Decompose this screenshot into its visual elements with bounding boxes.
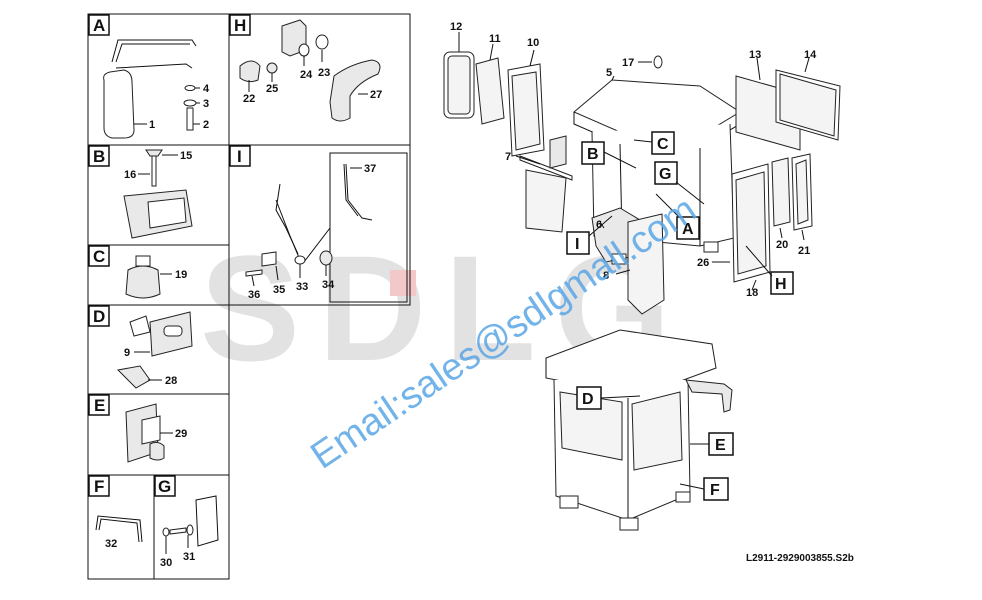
- section-d-tag: D: [88, 305, 110, 327]
- svg-text:22: 22: [243, 93, 255, 105]
- svg-text:6: 6: [596, 219, 602, 231]
- ref-box-g: G: [654, 161, 678, 185]
- svg-text:24: 24: [300, 69, 313, 81]
- watermark-red-square: [390, 270, 416, 296]
- section-i-tag: I: [229, 145, 251, 167]
- svg-text:I: I: [575, 236, 579, 253]
- svg-text:30: 30: [160, 557, 172, 569]
- wiper-assembly-drawing: [245, 152, 408, 303]
- cab-exploded-view: [443, 51, 841, 315]
- svg-text:36: 36: [248, 289, 260, 301]
- svg-text:D: D: [93, 307, 105, 326]
- svg-text:G: G: [659, 166, 671, 183]
- svg-text:8: 8: [603, 270, 609, 282]
- svg-text:F: F: [94, 477, 104, 496]
- section-e-tag: E: [88, 394, 110, 416]
- section-g-frame: [153, 474, 230, 580]
- svg-text:13: 13: [749, 49, 761, 61]
- svg-text:19: 19: [175, 269, 187, 281]
- svg-text:21: 21: [798, 245, 810, 257]
- svg-text:2: 2: [203, 119, 209, 131]
- ref-box-e: E: [708, 432, 734, 456]
- handle-drawing: [95, 515, 143, 543]
- work-light-drawing: [123, 149, 193, 239]
- svg-text:F: F: [710, 482, 720, 499]
- ref-box-d: D: [576, 386, 602, 410]
- svg-text:11: 11: [489, 33, 501, 45]
- ref-box-h: H: [770, 271, 794, 295]
- ref-box-f: F: [703, 477, 729, 501]
- svg-text:37: 37: [364, 163, 376, 175]
- section-i-frame: [228, 144, 411, 306]
- svg-text:E: E: [94, 396, 105, 415]
- cap-drawing: [125, 255, 161, 299]
- svg-text:5: 5: [606, 67, 612, 79]
- svg-text:10: 10: [527, 37, 539, 49]
- svg-text:28: 28: [165, 375, 177, 387]
- svg-text:B: B: [93, 147, 105, 166]
- svg-text:B: B: [587, 146, 599, 163]
- svg-text:17: 17: [622, 57, 634, 69]
- svg-text:33: 33: [296, 281, 308, 293]
- svg-text:25: 25: [266, 83, 278, 95]
- svg-text:G: G: [158, 477, 171, 496]
- section-a-tag: A: [88, 14, 110, 36]
- svg-text:16: 16: [124, 169, 136, 181]
- wiper-parts-drawing: [239, 19, 381, 122]
- svg-text:A: A: [93, 16, 105, 35]
- detail-panel: A B C D E F G H: [87, 13, 411, 580]
- svg-text:7: 7: [505, 151, 511, 163]
- drawing-code: L2911-2929003855.S2b: [746, 553, 854, 564]
- svg-text:26: 26: [697, 257, 709, 269]
- section-b-tag: B: [88, 145, 110, 167]
- svg-text:3: 3: [203, 98, 209, 110]
- latch-drawing: [116, 311, 193, 389]
- ref-box-c: C: [651, 131, 675, 155]
- ref-box-b: B: [581, 141, 605, 165]
- svg-text:32: 32: [105, 538, 117, 550]
- section-g-tag: G: [154, 475, 176, 497]
- svg-text:23: 23: [318, 67, 330, 79]
- svg-text:4: 4: [203, 83, 210, 95]
- svg-text:18: 18: [746, 287, 758, 299]
- svg-text:20: 20: [776, 239, 788, 251]
- ref-box-i: I: [566, 231, 590, 255]
- svg-text:H: H: [234, 16, 246, 35]
- svg-text:12: 12: [450, 21, 462, 33]
- svg-text:D: D: [582, 391, 594, 408]
- svg-text:34: 34: [322, 279, 335, 291]
- svg-text:35: 35: [273, 284, 285, 296]
- svg-text:H: H: [775, 276, 787, 293]
- svg-text:C: C: [93, 247, 105, 266]
- svg-text:27: 27: [370, 89, 382, 101]
- svg-text:C: C: [657, 136, 669, 153]
- svg-text:15: 15: [180, 150, 192, 162]
- hinge-drawing: [125, 403, 165, 463]
- svg-text:31: 31: [183, 551, 195, 563]
- svg-text:9: 9: [124, 347, 130, 359]
- svg-text:I: I: [237, 147, 242, 166]
- cab-assembled-view: [545, 329, 733, 531]
- mirror-drawing: [103, 39, 197, 139]
- screw-drawing: [162, 495, 219, 547]
- svg-text:14: 14: [804, 49, 817, 61]
- section-f-tag: F: [88, 475, 110, 497]
- section-h-tag: H: [229, 14, 251, 36]
- svg-text:29: 29: [175, 428, 187, 440]
- svg-text:1: 1: [149, 119, 155, 131]
- svg-text:A: A: [682, 221, 694, 238]
- ref-box-a: A: [676, 216, 700, 240]
- section-c-tag: C: [88, 245, 110, 267]
- svg-text:E: E: [715, 437, 726, 454]
